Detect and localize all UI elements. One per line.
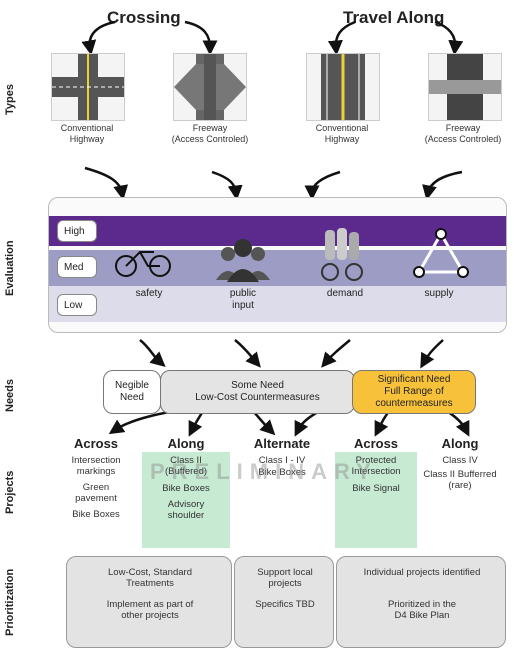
- project-item: Bike Boxes: [258, 467, 306, 478]
- priority-box-individual: Individual projects identified Prioritiz…: [336, 556, 506, 648]
- type-conventional-along-label: Conventional Highway: [315, 123, 369, 144]
- project-item: Advisory shoulder: [167, 499, 205, 521]
- evaluation-panel: High Med Low safety public input demand …: [48, 197, 507, 333]
- highlight-along-column: [142, 452, 230, 548]
- priority-box-low-cost: Low-Cost, Standard Treatments Implement …: [66, 556, 232, 648]
- level-med: Med: [57, 256, 97, 278]
- project-item: Intersection markings: [71, 455, 121, 477]
- project-item: Green pavement: [75, 482, 117, 504]
- cyclists-icon: [321, 228, 363, 281]
- project-item: Protected Intersection: [351, 455, 401, 477]
- type-freeway-crossing-label: Freeway (Access Controled): [171, 123, 249, 144]
- project-item: Bike Boxes: [162, 483, 210, 494]
- priority-title: Individual projects identified: [363, 567, 481, 578]
- project-heading-alternate: Alternate: [253, 436, 311, 451]
- type-freeway-along-label: Freeway (Access Controled): [424, 123, 502, 144]
- priority-title: Low-Cost, Standard Treatments: [108, 567, 192, 589]
- priority-body: Specifics TBD: [255, 599, 315, 610]
- need-negligible: Negible Need: [103, 370, 161, 414]
- band-low: [49, 286, 506, 322]
- priority-title: Support local projects: [257, 567, 313, 589]
- project-item: Class I - IV: [258, 455, 306, 466]
- project-item: Class II Bufferred (rare): [423, 469, 497, 491]
- preliminary-watermark: PRELIMINARY: [150, 459, 378, 484]
- project-heading-across-1: Across: [73, 436, 119, 451]
- header-travel-along: Travel Along: [343, 8, 445, 27]
- priority-body: Prioritized in the D4 Bike Plan: [387, 599, 457, 621]
- band-high: [49, 216, 506, 246]
- bicycle-icon: [115, 251, 171, 277]
- project-heading-along-2: Along: [441, 436, 479, 451]
- level-high: High: [57, 220, 97, 242]
- type-freeway-along-image: [428, 53, 502, 121]
- project-item: Class IV: [442, 455, 478, 466]
- criterion-public-input: public input: [229, 288, 257, 311]
- type-freeway-crossing-image: [173, 53, 247, 121]
- need-significant: Significant Need Full Range of counterme…: [352, 370, 476, 414]
- project-heading-along-1: Along: [167, 436, 205, 451]
- highlight-across-column: [335, 452, 417, 548]
- need-some: Some Need Low-Cost Countermeasures: [160, 370, 355, 414]
- project-item: Bike Signal: [352, 483, 400, 494]
- priority-body: Implement as part of other projects: [106, 599, 194, 621]
- project-item: Class II (Buffered): [164, 455, 208, 477]
- criterion-demand: demand: [326, 288, 364, 299]
- level-low: Low: [57, 294, 97, 316]
- type-conventional-along-image: [306, 53, 380, 121]
- criterion-supply: supply: [424, 288, 454, 299]
- project-heading-across-2: Across: [353, 436, 399, 451]
- network-triangle-icon: [413, 228, 469, 278]
- criterion-safety: safety: [135, 288, 163, 299]
- type-conventional-crossing-image: [51, 53, 125, 121]
- header-crossing: Crossing: [107, 8, 181, 27]
- project-item: Bike Boxes: [72, 509, 120, 520]
- type-conventional-crossing-label: Conventional Highway: [60, 123, 114, 144]
- people-group-icon: [216, 239, 270, 282]
- priority-box-local: Support local projects Specifics TBD: [234, 556, 334, 648]
